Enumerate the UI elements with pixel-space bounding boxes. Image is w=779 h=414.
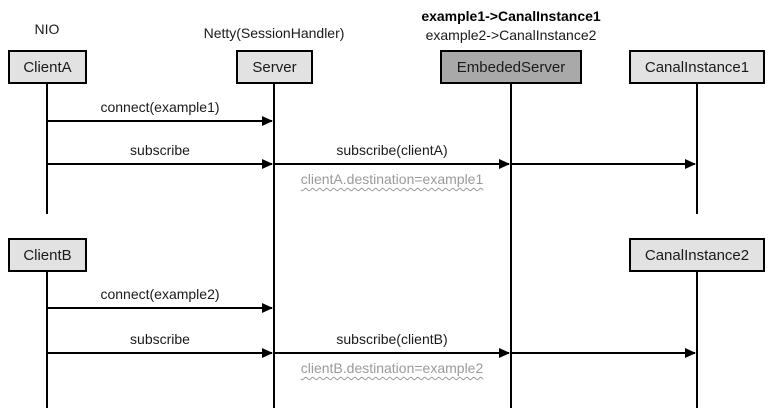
lifeline-clientb	[46, 272, 48, 408]
message-arrow-connect-example1	[47, 120, 272, 122]
note-clientB-destination: clientB.destination=example2	[300, 360, 484, 376]
participant-box-canalinstance2[interactable]: CanalInstance2	[629, 238, 765, 272]
lifeline-canalinstance1	[696, 84, 698, 214]
message-label-subscribe-clientB-to-embededserver: subscribe(clientB)	[336, 331, 448, 347]
participant-header-label: example2->CanalInstance2	[425, 27, 597, 43]
participant-box-clienta[interactable]: ClientA	[8, 50, 87, 84]
message-arrow-connect-example2	[47, 307, 272, 309]
lifeline-server	[273, 84, 275, 408]
message-arrow-subscribe-clientA-to-embededserver	[275, 163, 509, 165]
message-arrow-subscribe-embededserver-to-canalinstance1	[512, 163, 695, 165]
lifeline-clienta	[46, 84, 48, 214]
message-label-connect-example2: connect(example2)	[100, 286, 220, 302]
lifeline-embededserver	[510, 84, 512, 408]
message-arrow-subscribe-clientB-to-server	[47, 352, 272, 354]
lifeline-canalinstance2	[696, 272, 698, 408]
participant-header-label: NIO	[34, 21, 60, 37]
participant-box-canalinstance1[interactable]: CanalInstance1	[629, 50, 765, 84]
message-arrow-subscribe-embededserver-to-canalinstance2	[512, 352, 695, 354]
message-label-connect-example1: connect(example1)	[100, 99, 220, 115]
message-label-subscribe-clientA-to-embededserver: subscribe(clientA)	[336, 142, 448, 158]
participant-box-embededserver[interactable]: EmbededServer	[440, 50, 582, 84]
note-clientA-destination: clientA.destination=example1	[300, 171, 484, 187]
message-arrow-subscribe-clientB-to-embededserver	[275, 352, 509, 354]
participant-header-label: example1->CanalInstance1	[421, 8, 601, 24]
message-label-subscribe-clientB-to-server: subscribe	[130, 331, 190, 347]
participant-box-server[interactable]: Server	[236, 50, 313, 84]
participant-box-clientb[interactable]: ClientB	[8, 238, 87, 272]
participant-header-label: Netty(SessionHandler)	[203, 25, 345, 41]
message-label-subscribe-clientA-to-server: subscribe	[130, 142, 190, 158]
message-arrow-subscribe-clientA-to-server	[47, 163, 272, 165]
